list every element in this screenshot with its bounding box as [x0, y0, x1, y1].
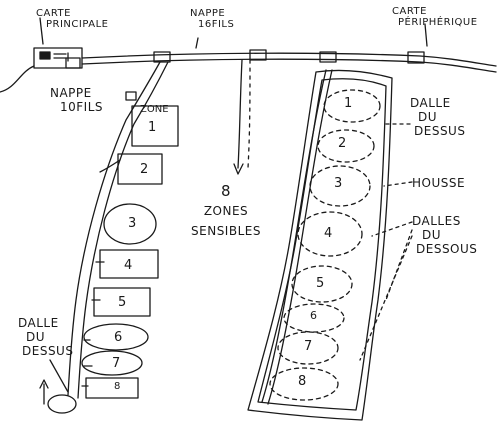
label-carte-peripherique: CARTE PÉRIPHÉRIQUE — [392, 6, 478, 28]
label-8-zones-sensibles: 8 ZONES SENSIBLES — [191, 182, 261, 239]
left-zone-5: 5 — [118, 295, 127, 310]
right-zone-1: 1 — [344, 96, 353, 111]
label-dalle-du-dessus-left: DALLE DU DESSUS — [18, 316, 74, 358]
left-bottom-detail — [39, 359, 77, 414]
right-zone-8: 8 — [298, 374, 307, 389]
right-zone-5: 5 — [316, 276, 325, 291]
left-zone-1: 1 — [148, 120, 157, 135]
label-carte-principale: CARTE PRINCIPALE — [36, 8, 109, 30]
label-nappe-16-fils: NAPPE 16FILS — [190, 8, 235, 30]
pointer-lines — [359, 123, 413, 361]
ribbon-connectors — [65, 49, 425, 69]
right-zone-2: 2 — [338, 136, 347, 151]
left-zone-3: 3 — [128, 216, 137, 231]
label-zone: ZONE — [140, 104, 169, 115]
label-nappe-10-fils: NAPPE 10FILS — [50, 86, 104, 114]
right-zone-pads — [269, 89, 381, 401]
left-zone-4: 4 — [124, 258, 133, 273]
left-zone-8: 8 — [114, 381, 121, 392]
right-zone-6: 6 — [310, 309, 317, 322]
label-housse: HOUSSE — [412, 176, 466, 190]
left-zone-7: 7 — [112, 356, 121, 371]
left-zone-6: 6 — [114, 330, 123, 345]
housse-panel — [247, 69, 393, 421]
left-zone-2: 2 — [140, 162, 149, 177]
ribbon-cable-16 — [39, 17, 497, 73]
sensor-wires-branch — [233, 59, 251, 175]
right-zone-3: 3 — [334, 176, 343, 191]
label-dalles-du-dessous: DALLES DU DESSOUS — [412, 214, 478, 256]
ribbon-cable-10 — [67, 61, 169, 399]
right-zone-4: 4 — [324, 226, 333, 241]
label-dalle-du-dessus-right: DALLE DU DESSUS — [410, 96, 466, 138]
right-zone-7: 7 — [304, 339, 313, 354]
left-zone-pads — [81, 105, 179, 399]
